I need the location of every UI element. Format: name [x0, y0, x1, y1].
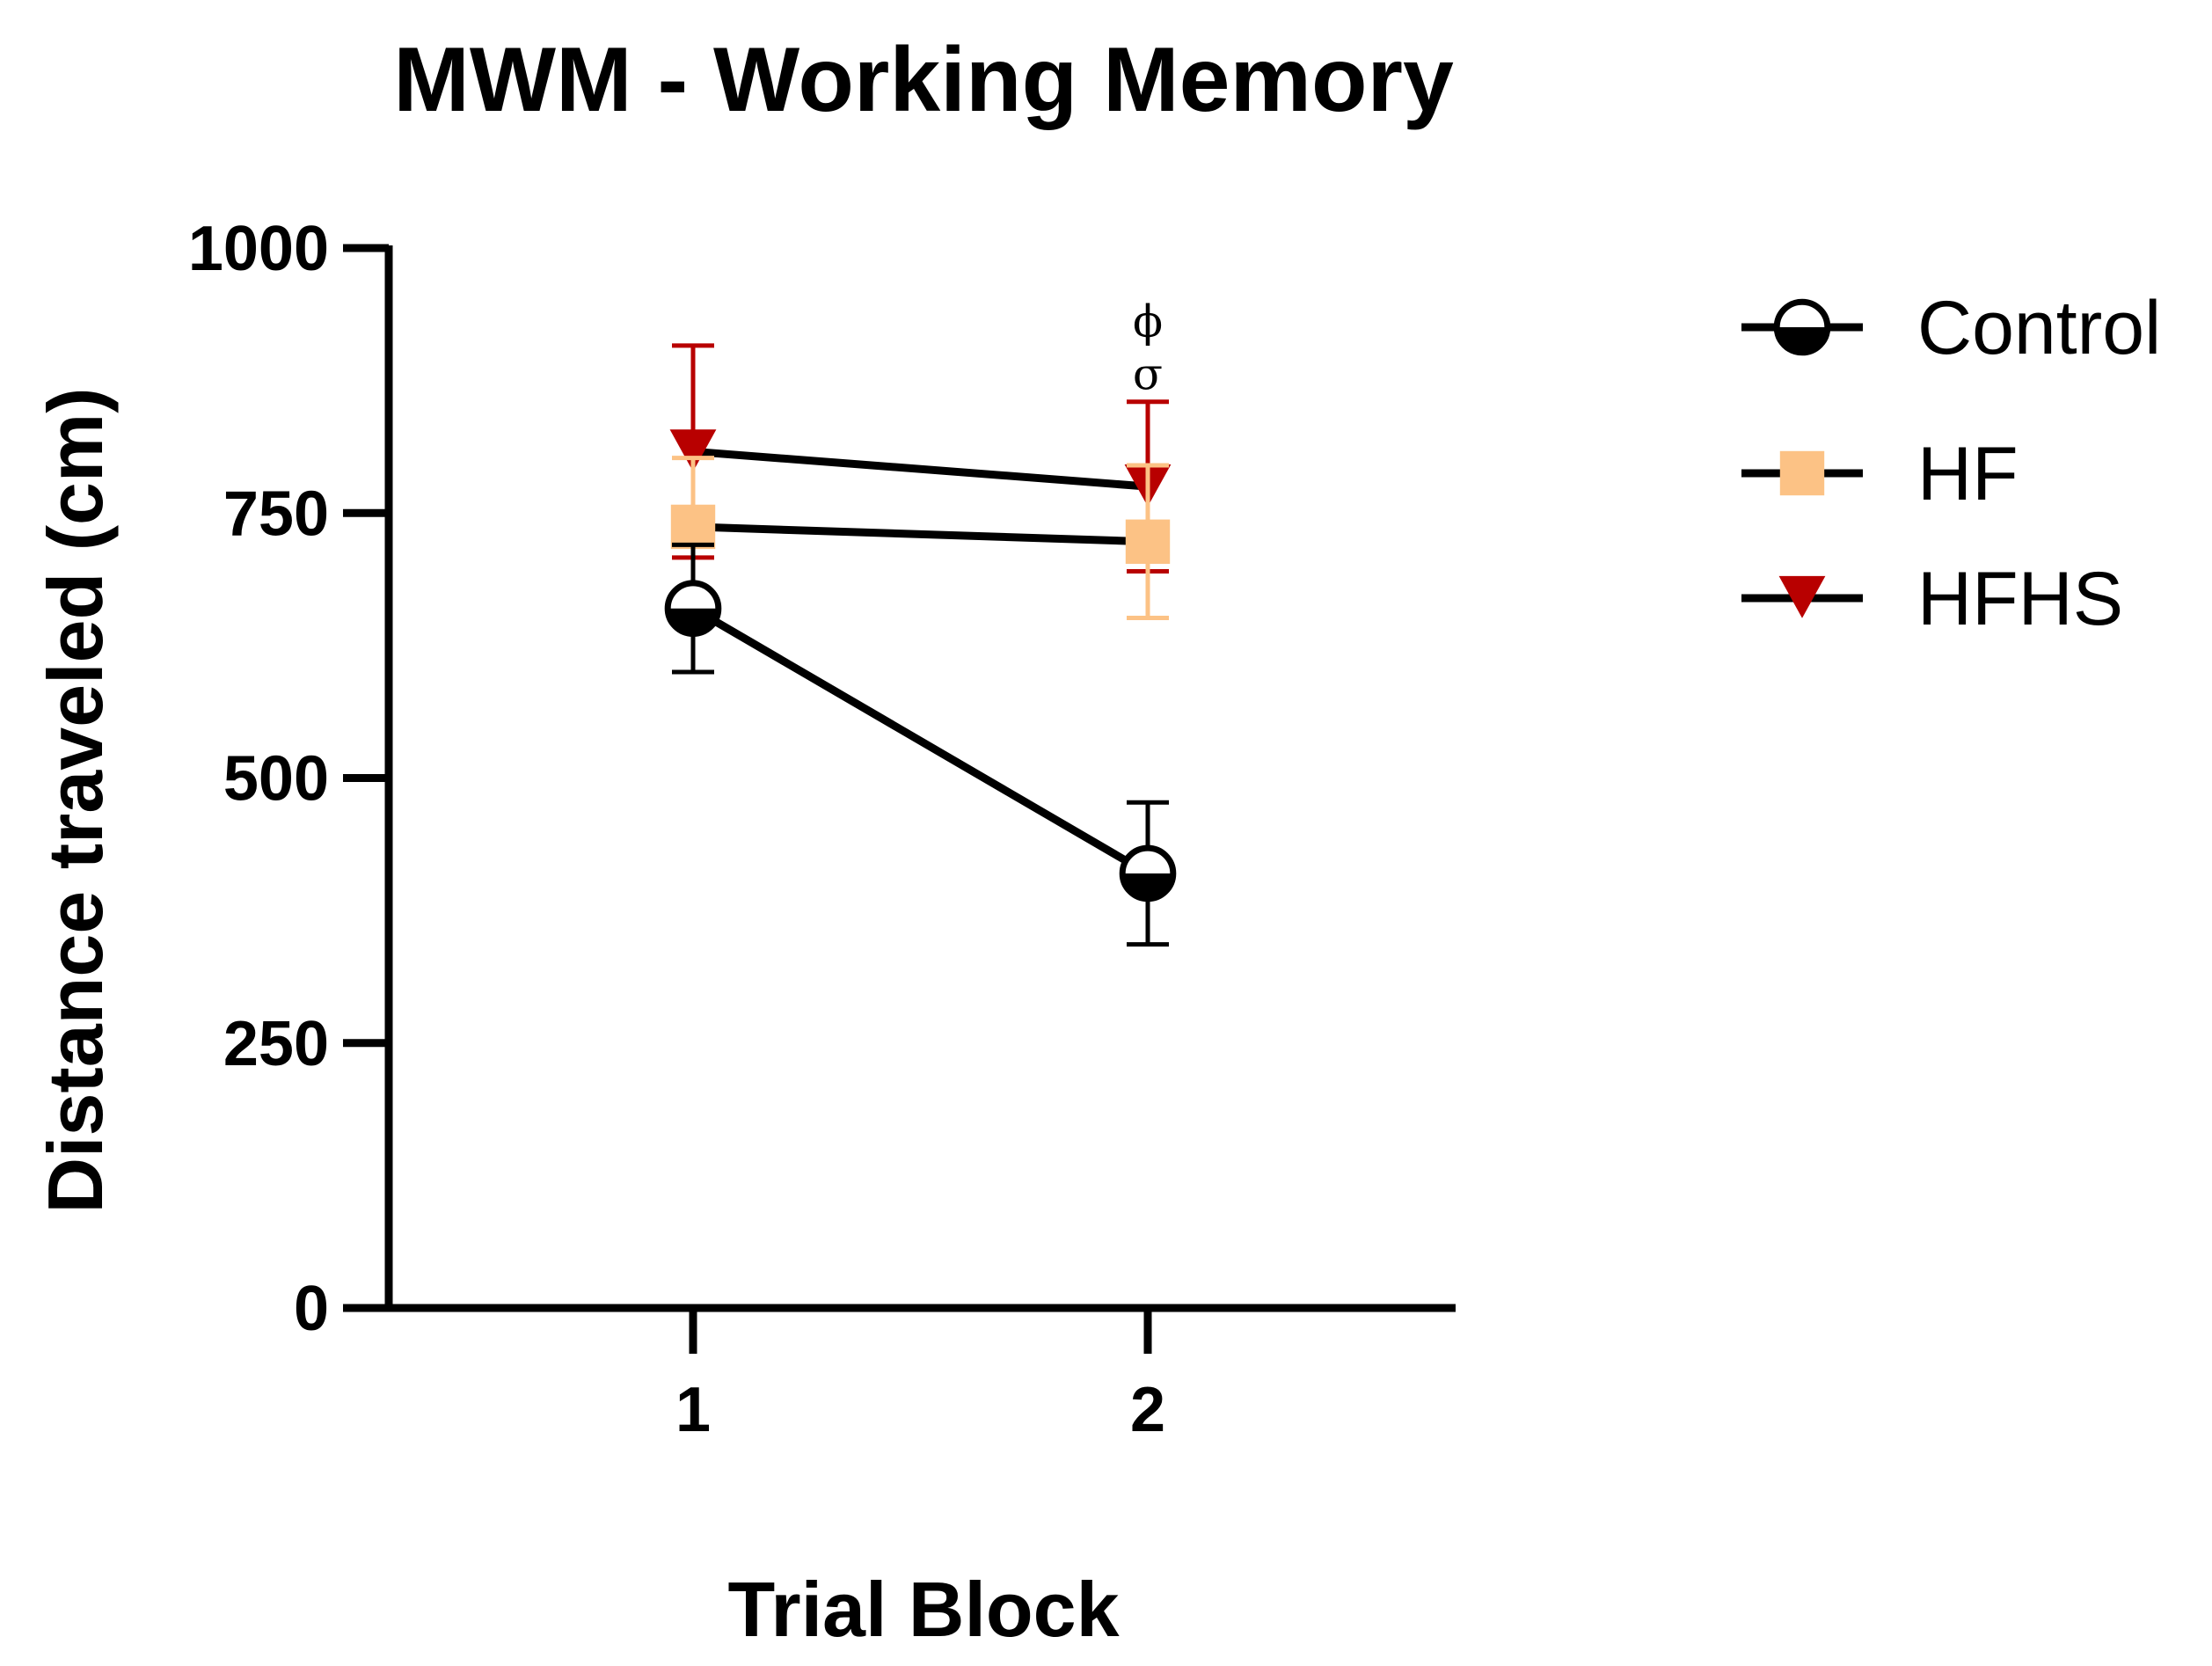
- data-point-hfhs: [669, 429, 717, 472]
- x-tick-label: 2: [1130, 1375, 1165, 1445]
- legend-item-control: Control: [1741, 286, 2161, 370]
- series-line-hf: [692, 522, 1149, 546]
- plot-area: 0 250 500 750 1000 1 2 ϕσ: [188, 214, 1456, 1445]
- significance-annotation: σ: [1133, 349, 1163, 400]
- legend-marker-hf: [1779, 450, 1825, 496]
- legend-item-hfhs: HFHS: [1741, 557, 2123, 641]
- legend-marker-control: [1773, 298, 1831, 356]
- data-point-control: [664, 580, 722, 638]
- series-line-control: [690, 604, 1150, 877]
- legend-label: HF: [1917, 432, 2019, 516]
- data-point-hf: [1125, 519, 1171, 564]
- y-tick-label: 500: [223, 744, 329, 815]
- legend-item-hf: HF: [1741, 432, 2019, 516]
- legend-label: Control: [1917, 286, 2161, 370]
- x-tick-label: 1: [675, 1375, 711, 1445]
- x-axis-label: Trial Block: [727, 1566, 1120, 1653]
- significance-annotation: ϕ: [1133, 296, 1163, 347]
- chart-title: MWM - Working Memory: [393, 29, 1454, 131]
- data-point-control: [1119, 844, 1177, 902]
- data-point-hf: [670, 504, 716, 550]
- y-tick-label: 250: [223, 1009, 329, 1079]
- y-tick-label: 1000: [188, 214, 329, 284]
- y-tick-label: 0: [294, 1274, 329, 1344]
- y-axis-label: Distance traveled (cm): [32, 387, 119, 1213]
- legend-marker-hfhs: [1778, 575, 1826, 618]
- legend-label: HFHS: [1917, 557, 2123, 641]
- series-line-hfhs: [692, 447, 1149, 491]
- y-tick-label: 750: [223, 479, 329, 549]
